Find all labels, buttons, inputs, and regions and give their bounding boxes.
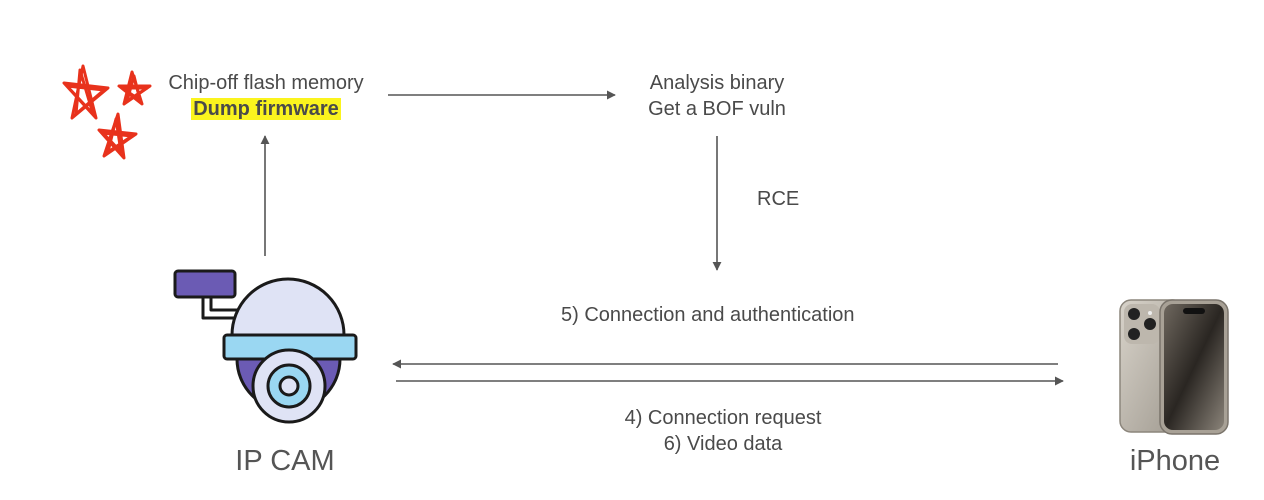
iphone-label: iPhone <box>1129 445 1221 477</box>
connection-auth-label: 5) Connection and authentication <box>561 304 855 326</box>
dump-firmware-highlight: Dump firmware <box>191 98 341 120</box>
connection-request-label: 4) Connection request <box>624 407 822 429</box>
dump-firmware-label: Dump firmware <box>150 96 382 122</box>
ipcam-label: IP CAM <box>235 445 335 477</box>
video-data-label: 6) Video data <box>663 433 783 455</box>
analysis-line1: Analysis binary <box>649 72 785 94</box>
chipoff-line1: Chip-off flash memory <box>168 72 364 94</box>
chipoff-node: Chip-off flash memory Dump firmware <box>150 70 382 122</box>
analysis-node: Analysis binary Get a BOF vuln <box>612 70 822 122</box>
rce-label: RCE <box>757 188 800 210</box>
analysis-line2: Get a BOF vuln <box>648 98 786 120</box>
request-video-labels: 4) Connection request 6) Video data <box>590 405 856 457</box>
